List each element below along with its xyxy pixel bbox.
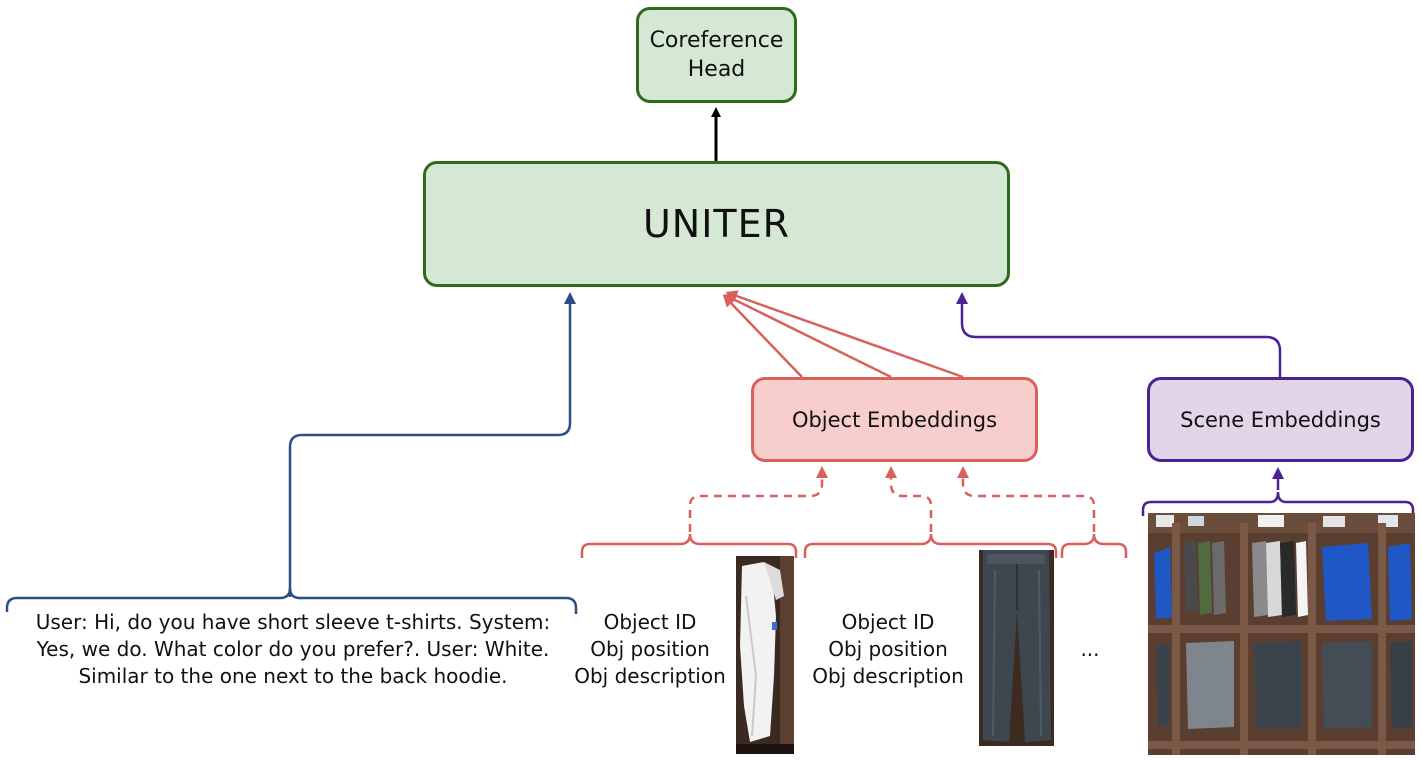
scene-image (1148, 513, 1415, 755)
arrow-scene-to-uniter (956, 292, 1282, 377)
object-2-brace (803, 533, 1058, 558)
dialog-text: User: Hi, do you have short sleeve t-shi… (35, 610, 551, 688)
scene-embeddings-label: Scene Embeddings (1180, 407, 1381, 432)
arrow-objemb-to-uniter-3 (725, 290, 964, 379)
dashed-more-to-objemb (957, 466, 1096, 532)
trousers-image (979, 550, 1054, 746)
arrow-dialog-to-uniter (288, 292, 576, 597)
scene-brace (1141, 491, 1415, 516)
dialog-brace (5, 587, 578, 614)
object-1-attributes: Object ID Obj position Obj description (574, 610, 726, 688)
object-embeddings-label: Object Embeddings (791, 407, 998, 432)
object-embeddings-node: Object Embeddings (751, 377, 1038, 462)
dashed-object-2-to-objemb (885, 466, 933, 532)
object-2-attributes: Object ID Obj position Obj description (812, 610, 964, 688)
more-objects-ellipsis: ... (1080, 637, 1100, 661)
arrow-objemb-to-uniter-1 (722, 294, 803, 378)
coreference-head-label: Coreference Head (649, 28, 784, 82)
tshirt-image (736, 556, 794, 754)
arrow-objemb-to-uniter-2 (723, 294, 892, 379)
dashed-object-1-to-objemb (688, 466, 828, 532)
object-1-brace (580, 533, 798, 558)
uniter-node: UNITER (423, 161, 1010, 287)
uniter-label: UNITER (642, 202, 791, 246)
more-objects-brace (1060, 533, 1128, 558)
scene-embeddings-node: Scene Embeddings (1147, 377, 1414, 462)
coreference-head-node: Coreference Head (636, 7, 797, 103)
